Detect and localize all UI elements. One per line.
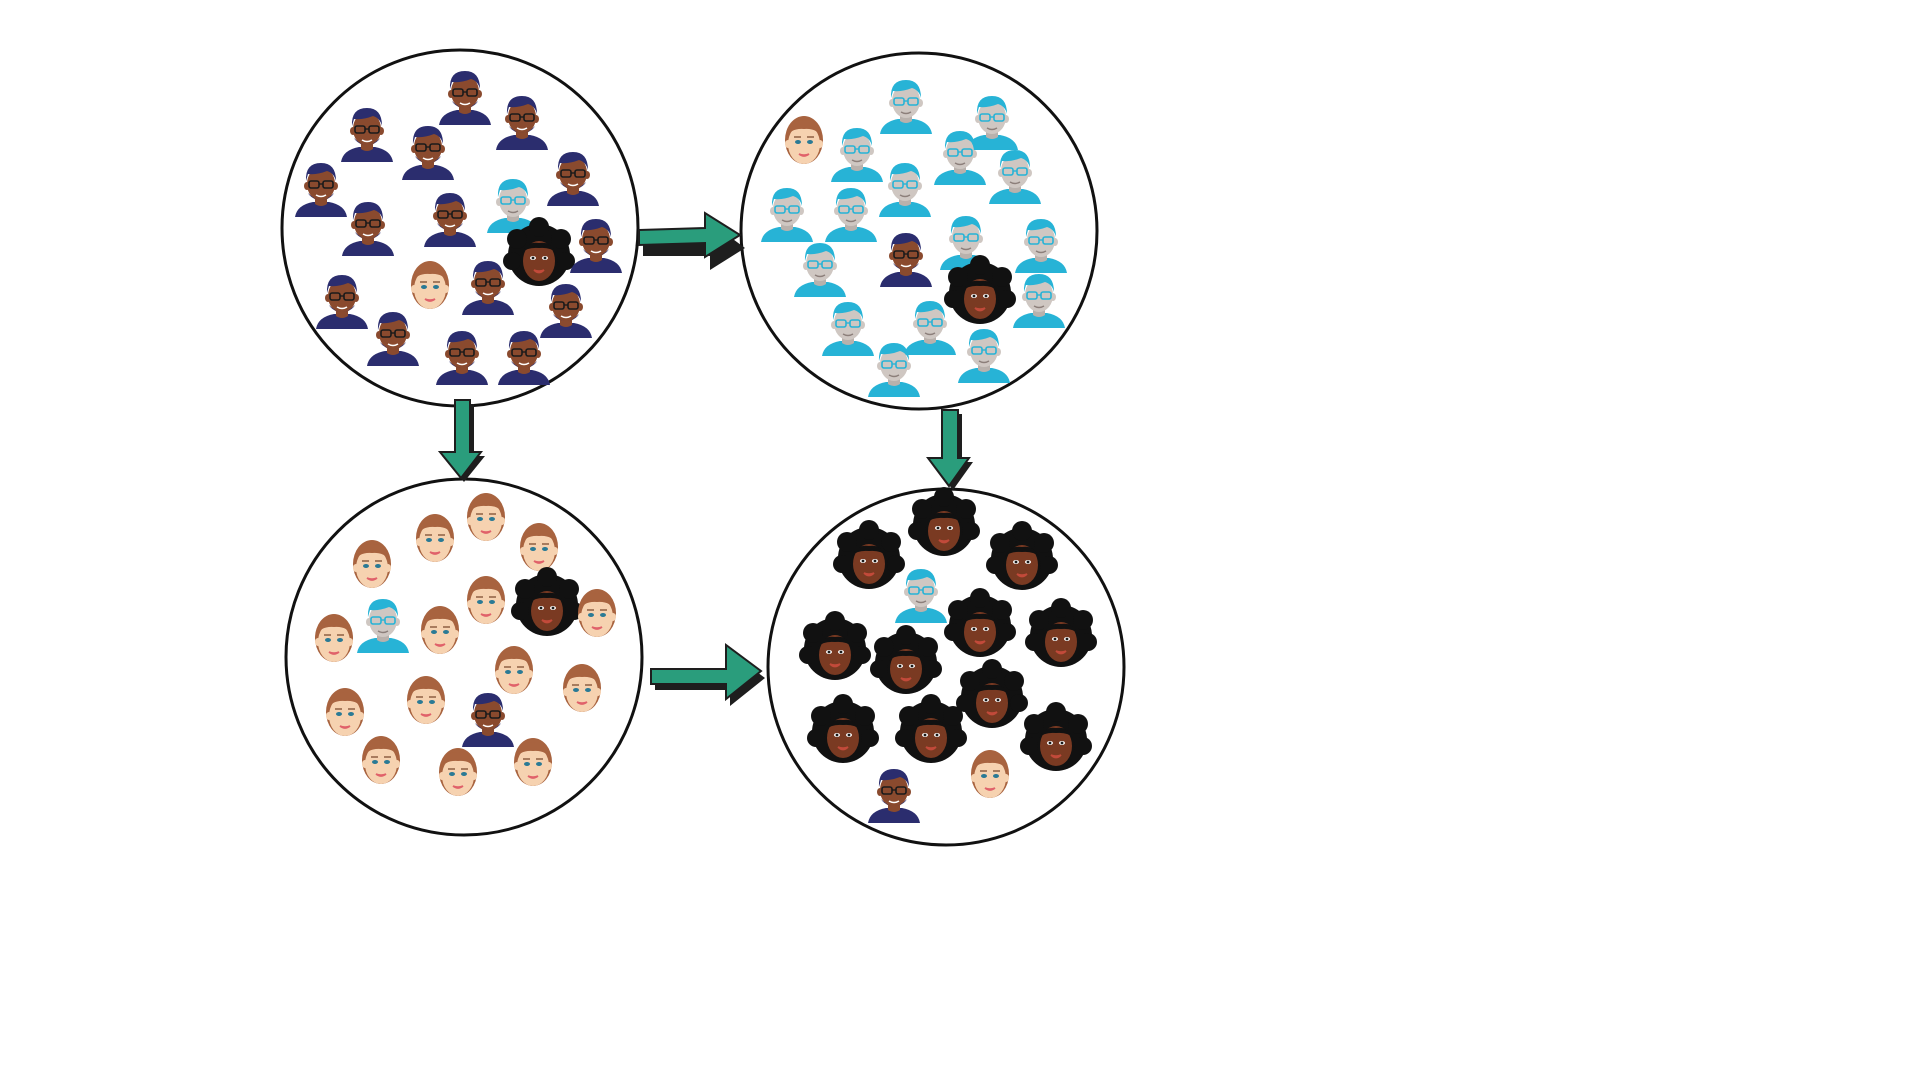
man-glasses-dark-skin-icon xyxy=(340,107,394,163)
man-glasses-light-blue-icon xyxy=(830,127,884,183)
woman-light-skin-icon xyxy=(513,737,553,787)
woman-light-skin-icon xyxy=(466,575,506,625)
woman-light-skin-icon xyxy=(577,588,617,638)
woman-afro-dark-skin-icon xyxy=(806,693,880,764)
arrow-top-left-to-top-right xyxy=(638,211,745,270)
man-glasses-dark-skin-icon xyxy=(539,283,593,339)
man-glasses-light-blue-icon xyxy=(1014,218,1068,274)
woman-light-skin-icon xyxy=(314,613,354,663)
woman-light-skin-icon xyxy=(970,749,1010,799)
woman-afro-dark-skin-icon xyxy=(1024,597,1098,668)
arrow-top-left-to-bottom-left xyxy=(437,399,485,482)
man-glasses-dark-skin-icon xyxy=(879,232,933,288)
man-glasses-dark-skin-icon xyxy=(438,70,492,126)
woman-afro-dark-skin-icon xyxy=(1019,701,1093,772)
woman-afro-dark-skin-icon xyxy=(943,587,1017,658)
man-glasses-light-blue-icon xyxy=(879,79,933,135)
woman-afro-dark-skin-icon xyxy=(985,520,1059,591)
woman-light-skin-icon xyxy=(494,645,534,695)
man-glasses-light-blue-icon xyxy=(793,242,847,298)
man-glasses-dark-skin-icon xyxy=(867,768,921,824)
woman-afro-dark-skin-icon xyxy=(510,566,584,637)
woman-light-skin-icon xyxy=(466,492,506,542)
man-glasses-dark-skin-icon xyxy=(495,95,549,151)
man-glasses-dark-skin-icon xyxy=(461,260,515,316)
woman-light-skin-icon xyxy=(519,522,559,572)
man-glasses-dark-skin-icon xyxy=(423,192,477,248)
man-glasses-light-blue-icon xyxy=(760,187,814,243)
woman-afro-dark-skin-icon xyxy=(832,519,906,590)
group-bottom-right-people xyxy=(798,486,1098,824)
woman-light-skin-icon xyxy=(325,687,365,737)
woman-light-skin-icon xyxy=(406,675,446,725)
woman-light-skin-icon xyxy=(361,735,401,785)
man-glasses-dark-skin-icon xyxy=(546,151,600,207)
man-glasses-light-blue-icon xyxy=(903,300,957,356)
man-glasses-dark-skin-icon xyxy=(435,330,489,386)
woman-light-skin-icon xyxy=(415,513,455,563)
man-glasses-dark-skin-icon xyxy=(401,125,455,181)
man-glasses-dark-skin-icon xyxy=(341,201,395,257)
man-glasses-dark-skin-icon xyxy=(569,218,623,274)
woman-light-skin-icon xyxy=(410,260,450,310)
arrow-bottom-left-to-bottom-right xyxy=(650,643,765,706)
woman-light-skin-icon xyxy=(784,115,824,165)
group-top-left-people xyxy=(294,70,623,386)
woman-afro-dark-skin-icon xyxy=(955,658,1029,729)
man-glasses-dark-skin-icon xyxy=(315,274,369,330)
man-glasses-light-blue-icon xyxy=(821,301,875,357)
man-glasses-dark-skin-icon xyxy=(461,692,515,748)
woman-light-skin-icon xyxy=(438,747,478,797)
man-glasses-light-blue-icon xyxy=(878,162,932,218)
man-glasses-light-blue-icon xyxy=(894,568,948,624)
woman-light-skin-icon xyxy=(420,605,460,655)
man-glasses-dark-skin-icon xyxy=(294,162,348,218)
man-glasses-light-blue-icon xyxy=(957,328,1011,384)
group-circle-top-right xyxy=(739,51,1099,411)
woman-light-skin-icon xyxy=(562,663,602,713)
woman-afro-dark-skin-icon xyxy=(869,624,943,695)
man-glasses-light-blue-icon xyxy=(824,187,878,243)
woman-afro-dark-skin-icon xyxy=(907,486,981,557)
arrow-top-right-to-bottom-right xyxy=(926,409,973,490)
woman-afro-dark-skin-icon xyxy=(798,610,872,681)
man-glasses-light-blue-icon xyxy=(356,598,410,654)
group-bottom-left-people xyxy=(314,492,617,797)
group-top-right-people xyxy=(760,79,1068,398)
man-glasses-dark-skin-icon xyxy=(497,330,551,386)
woman-light-skin-icon xyxy=(352,539,392,589)
man-glasses-light-blue-icon xyxy=(1012,273,1066,329)
man-glasses-dark-skin-icon xyxy=(366,311,420,367)
man-glasses-light-blue-icon xyxy=(988,149,1042,205)
